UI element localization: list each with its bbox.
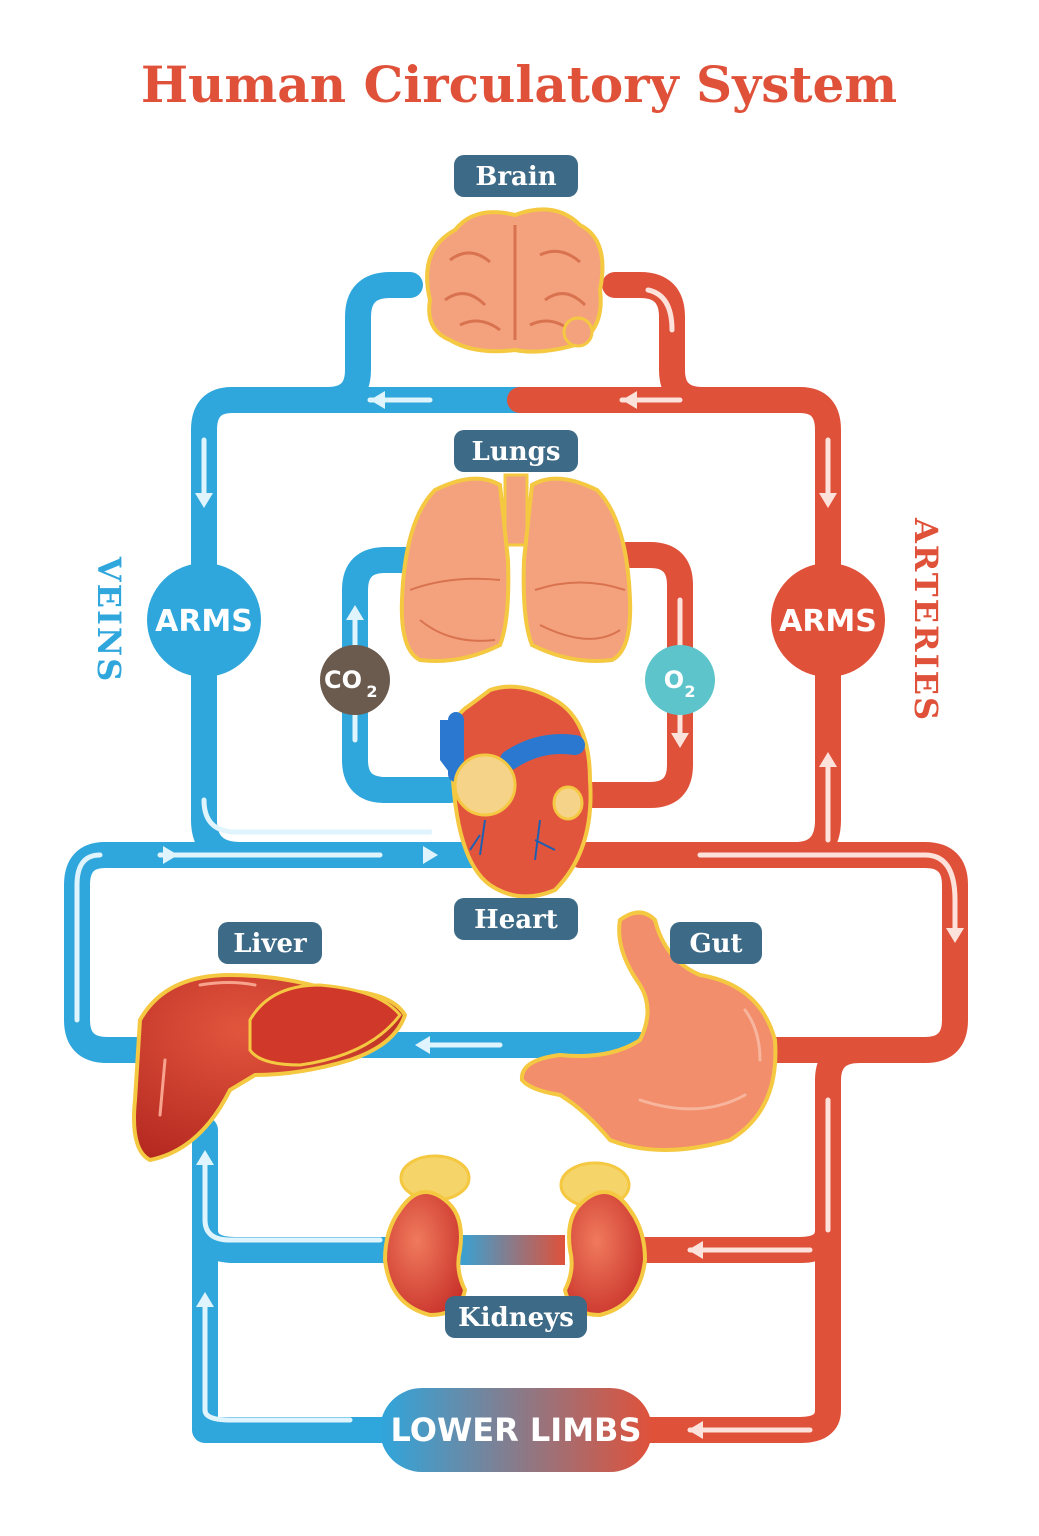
veins-side-label: VEINS xyxy=(90,556,128,684)
arms-arteries-node: ARMS xyxy=(771,563,885,677)
vein-brain-loop xyxy=(191,272,473,868)
arrow-artery-limbs xyxy=(688,1421,703,1439)
diagram-title: Human Circulatory System xyxy=(141,55,897,114)
o2-node: O 2 xyxy=(645,645,715,715)
arrow-artery-lung-down xyxy=(671,733,689,748)
arrow-vein-top xyxy=(370,391,385,409)
o2-label: O xyxy=(664,666,684,694)
kidney-connector xyxy=(455,1235,565,1265)
tag-lungs: Lungs xyxy=(454,430,578,472)
arrow-vein-lower-up xyxy=(196,1292,214,1307)
arrow-vein-up xyxy=(196,1150,214,1165)
arrow-vein-heart xyxy=(423,846,438,864)
arms-veins-label: ARMS xyxy=(155,604,253,639)
brain-illustration xyxy=(425,207,605,354)
arrow-artery-top xyxy=(622,391,637,409)
arrow-vein-gut-liver xyxy=(415,1036,430,1054)
arrow-vein-left-down xyxy=(195,493,213,508)
brain-label: Brain xyxy=(475,162,556,192)
arrow-vein-lung-up xyxy=(346,605,364,620)
artery-brain-loop xyxy=(567,272,841,868)
vein-lower xyxy=(192,1117,413,1443)
heart-label: Heart xyxy=(474,905,558,935)
gut-illustration xyxy=(519,910,778,1152)
kidneys-label: Kidneys xyxy=(458,1303,574,1333)
arms-veins-node: ARMS xyxy=(147,563,261,677)
heart-illustration xyxy=(440,684,593,899)
arteries-side-label: ARTERIES xyxy=(907,517,945,722)
co2-node: CO 2 xyxy=(320,645,390,715)
lungs-label: Lungs xyxy=(472,437,561,467)
o2-subscript: 2 xyxy=(684,682,695,701)
arrow-artery-outer-down xyxy=(946,928,964,943)
tag-kidneys: Kidneys xyxy=(445,1296,587,1338)
tag-liver: Liver xyxy=(218,922,322,964)
liver-label: Liver xyxy=(233,929,307,959)
lower-limbs-label: LOWER LIMBS xyxy=(391,1411,642,1449)
flow-arrows xyxy=(163,391,964,1439)
artery-kidney xyxy=(627,1217,841,1263)
tag-gut: Gut xyxy=(670,922,762,964)
tag-heart: Heart xyxy=(454,898,578,940)
arrow-vein-outer xyxy=(163,846,178,864)
gut-label: Gut xyxy=(689,929,742,959)
arrow-artery-up xyxy=(819,752,837,767)
arms-arteries-label: ARMS xyxy=(779,604,877,639)
vein-kidney xyxy=(192,1217,413,1263)
lower-limbs-node: LOWER LIMBS xyxy=(380,1388,652,1472)
arrow-artery-right-down xyxy=(819,493,837,508)
co2-label: CO xyxy=(324,666,362,694)
liver-illustration xyxy=(132,972,408,1163)
lungs-illustration xyxy=(399,473,633,663)
kidneys-illustration xyxy=(382,1154,648,1318)
tag-brain: Brain xyxy=(454,155,578,197)
co2-subscript: 2 xyxy=(366,682,377,701)
arrow-artery-kidney xyxy=(688,1241,703,1259)
